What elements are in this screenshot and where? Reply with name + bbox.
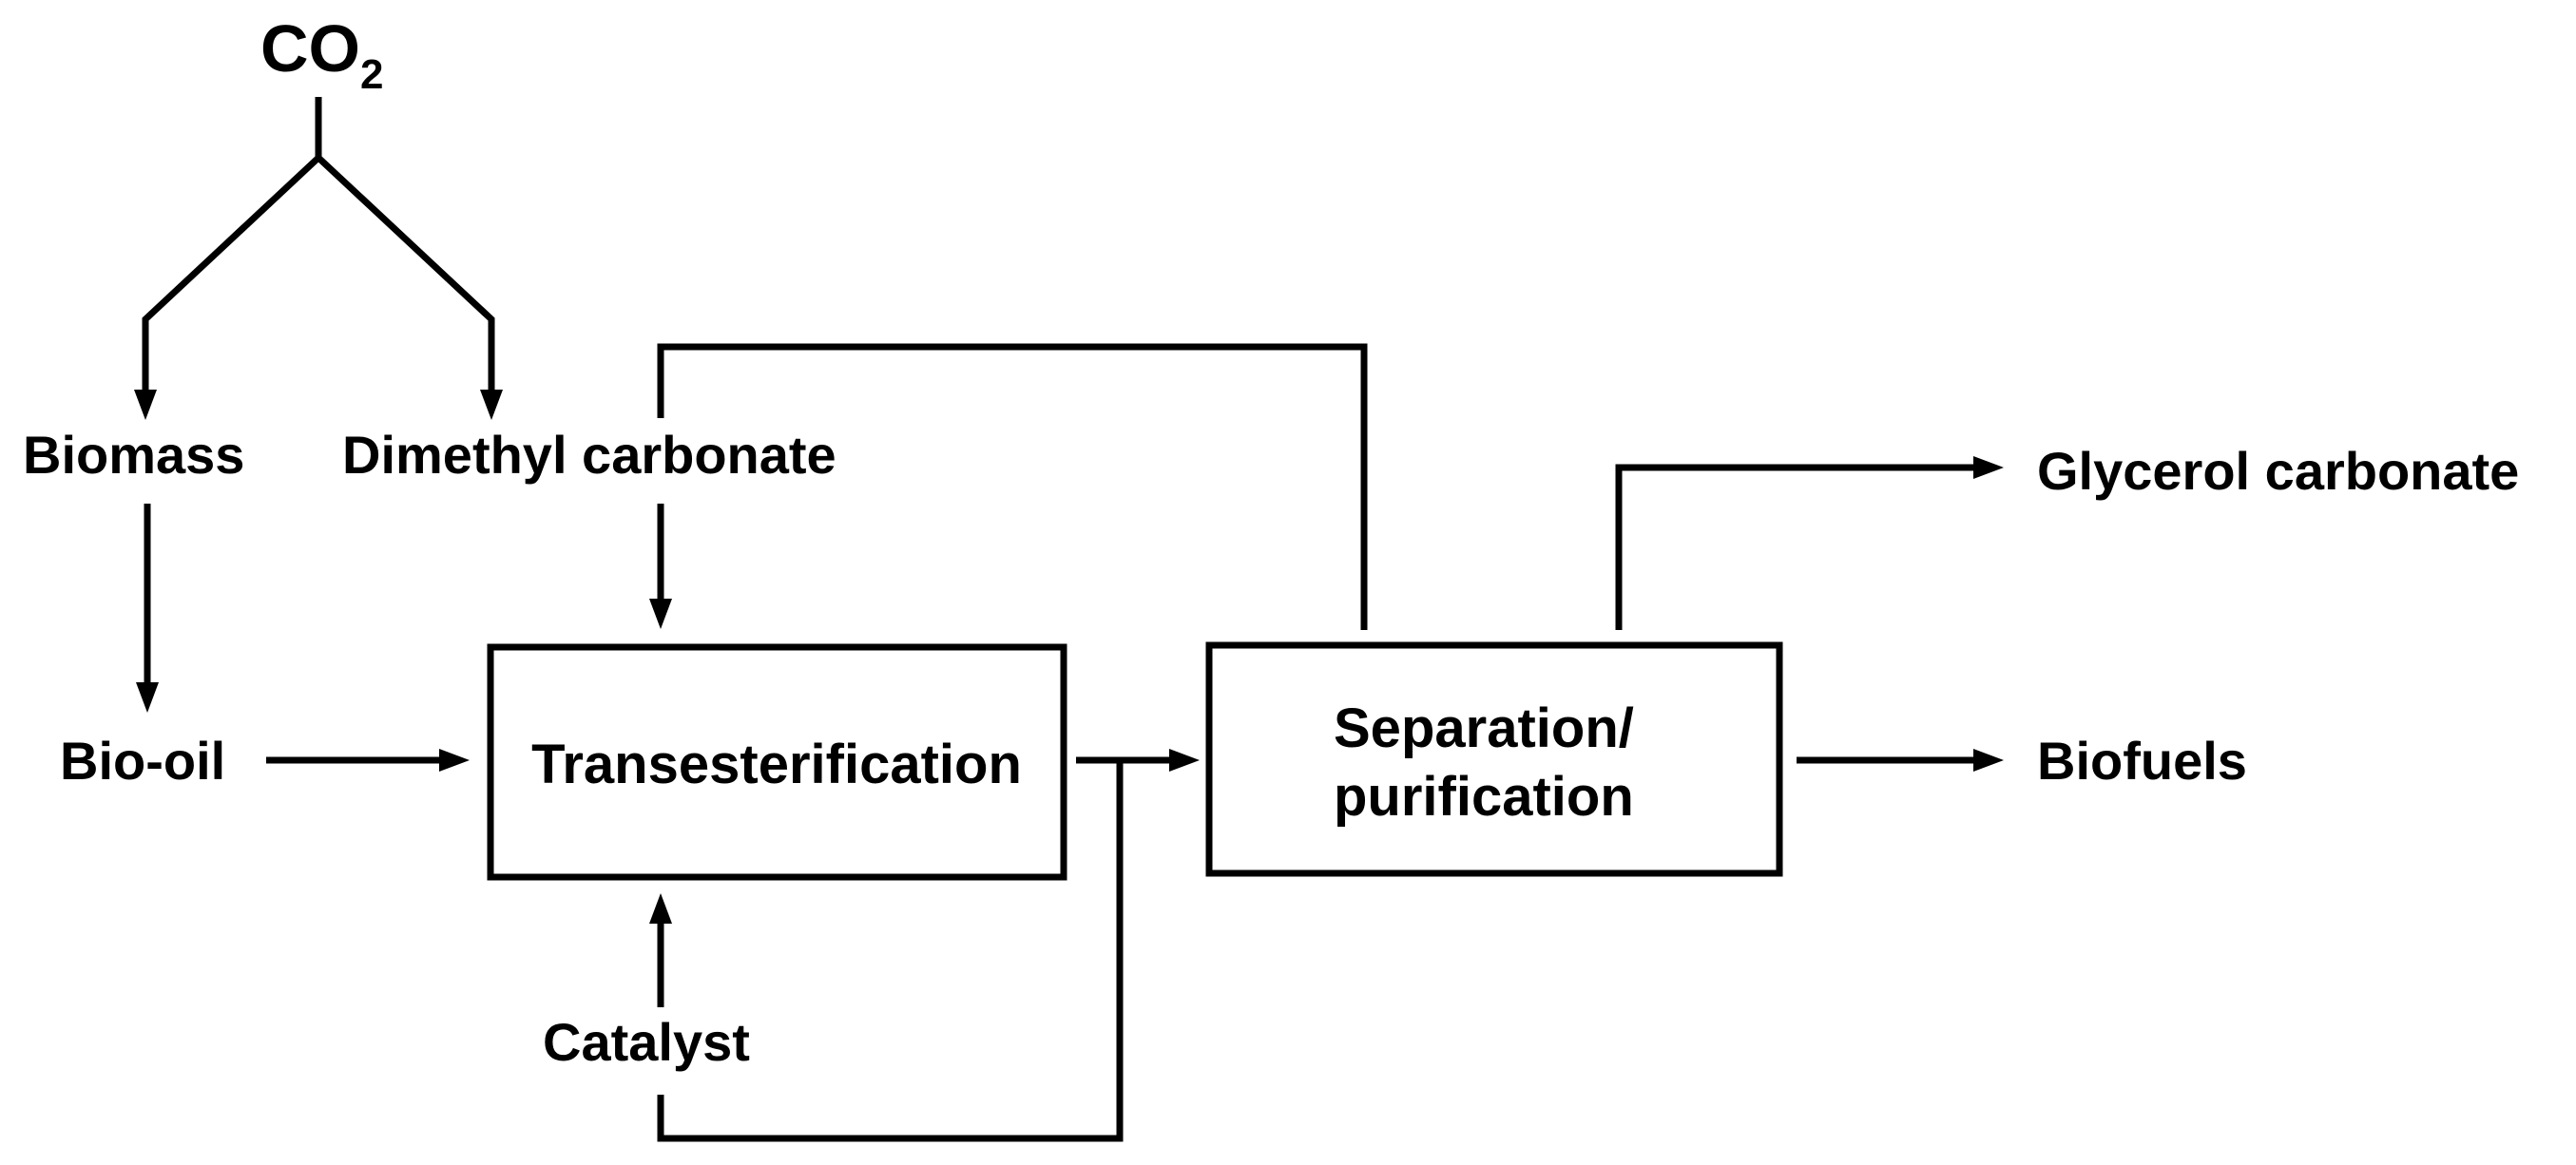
bio-oil-label: Bio-oil xyxy=(60,731,225,791)
co2-subscript: 2 xyxy=(360,51,383,98)
transesterification-box xyxy=(487,643,1067,881)
separation-label-line1: Separation/ xyxy=(1334,697,1634,759)
co2-main: CO xyxy=(260,11,360,86)
transesterification-label: Transesterification xyxy=(531,734,1022,795)
glycerol-carbonate-label: Glycerol carbonate xyxy=(2037,441,2519,501)
dimethyl-carbonate-label: Dimethyl carbonate xyxy=(342,425,836,485)
transesterification-to-separation-arrowhead xyxy=(1169,749,1200,772)
dmc-to-transesterification-arrowhead xyxy=(649,599,672,629)
separation-to-biofuels-arrowhead xyxy=(1973,749,2004,772)
co2-to-dmc-arrowhead xyxy=(480,390,503,420)
separation-to-dmc-recycle-line xyxy=(657,343,1368,630)
biofuels-label: Biofuels xyxy=(2037,731,2247,791)
separation-to-glycerol-carbonate-line xyxy=(1615,464,1973,630)
bio-oil-to-transesterification-arrowhead xyxy=(439,749,470,772)
co2-label: CO2 xyxy=(260,11,383,98)
separation-purification-box xyxy=(1205,641,1783,877)
biomass-label: Biomass xyxy=(23,425,244,485)
co2-to-biomass-arrowhead xyxy=(134,390,157,420)
co2-to-biomass-line xyxy=(142,155,321,390)
separation-label-line2: purification xyxy=(1334,766,1634,828)
co2-to-dmc-line xyxy=(316,155,495,390)
catalyst-to-transesterification-arrowhead xyxy=(649,893,672,924)
catalyst-label: Catalyst xyxy=(543,1012,750,1072)
biomass-to-bio-oil-arrowhead xyxy=(136,682,159,713)
separation-to-glycerol-carbonate-arrowhead xyxy=(1973,456,2004,479)
catalyst-bypass-line xyxy=(657,760,1124,1142)
